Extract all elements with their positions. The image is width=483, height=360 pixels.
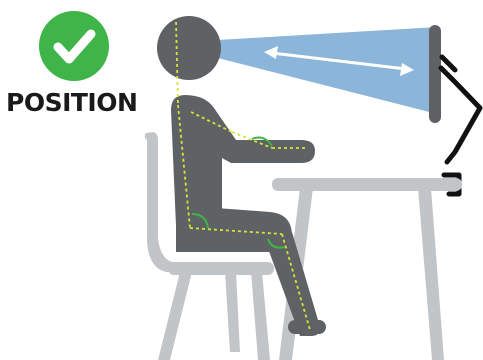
person-head (157, 16, 221, 80)
monitor (429, 25, 441, 123)
monitor-arm (441, 57, 480, 194)
